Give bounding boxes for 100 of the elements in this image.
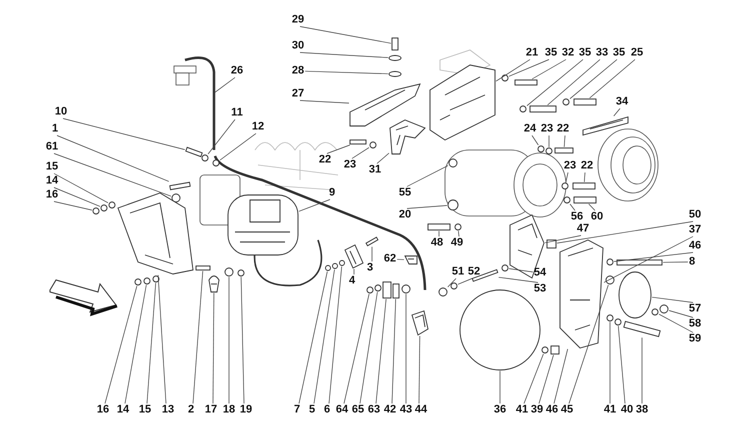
nut [402,284,410,294]
nut [502,264,508,272]
leader-line [584,172,586,182]
bolt [185,146,203,158]
bolt [616,260,662,266]
washer [454,224,462,230]
bolt [169,182,191,190]
callout-number: 49 [450,238,464,248]
washer [606,258,614,266]
leader-line [618,326,626,404]
leader-line [212,292,214,404]
leader-line [532,59,566,80]
washer [339,260,345,266]
callout-number: 22 [318,154,332,166]
callout-number: 41 [516,404,528,416]
callout-number: 16 [96,404,110,416]
leader-line [146,282,156,404]
bolt [574,98,596,106]
callout-number: 55 [398,188,412,198]
terminal-cap [411,310,428,336]
callout-number: 18 [222,404,236,416]
leader-line [54,173,108,204]
spacer [550,346,560,354]
bracket [560,240,604,348]
callout-number: 22 [556,124,570,134]
callout-number: 61 [46,142,58,152]
washer [108,202,116,208]
callout-number: 43 [400,404,412,416]
callout-number: 12 [252,122,264,132]
callout-number: 39 [530,404,544,416]
leader-line [326,144,350,154]
washer [202,154,208,162]
leader-line [392,298,396,404]
leader-line [532,135,539,146]
washer [546,148,552,154]
clip [172,194,180,202]
washer [538,146,544,152]
pin [196,266,210,270]
plate [350,83,421,126]
bolt [574,196,596,204]
washer [325,265,331,271]
leader-line [668,310,694,318]
leader-line [614,252,694,262]
washer [438,288,448,296]
leader-line [548,135,550,148]
leader-line [396,258,404,260]
bracket [430,64,496,141]
callout-number: 23 [564,160,576,172]
callout-number: 53 [534,284,546,294]
callout-number: 10 [54,106,68,118]
callout-number: 7 [294,404,300,416]
leader-line [508,268,534,272]
leader-line [564,135,566,148]
callout-number: 5 [308,404,316,416]
leader-line [300,26,392,44]
callout-number: 23 [540,124,554,134]
washer [374,284,382,292]
callout-number: 21 [526,48,538,58]
leader-line [158,274,166,404]
washer [562,182,568,190]
callout-number: 40 [620,404,634,416]
leader-line [570,204,576,211]
washer [366,286,374,294]
leader-line [360,292,378,404]
callout-number: 41 [604,404,616,416]
callout-number: 24 [524,124,536,134]
callout-number: 64 [336,404,348,416]
callout-number: 20 [398,210,412,220]
washer [450,282,458,290]
washer [652,308,658,316]
leader-line [314,269,335,404]
callout-number: 47 [576,224,590,234]
leader-line [228,276,230,404]
bolt [554,148,574,154]
leader-line [54,153,172,197]
bracket [510,214,544,279]
clip [392,284,400,298]
leader-line [496,59,530,82]
leader-line [588,204,596,211]
callout-number: 4 [348,276,356,286]
callout-number: 51 [452,266,464,278]
leader-line [124,284,147,404]
callout-number: 22 [580,160,594,172]
leader-line [300,52,388,58]
leader-line [300,100,350,104]
bolt [350,140,366,144]
callout-number: 26 [230,66,244,76]
nut [448,158,458,168]
callout-number: 58 [688,318,702,330]
washer [520,106,526,112]
callout-number: 59 [688,334,702,344]
washer [134,278,142,286]
callout-number: 46 [688,240,702,252]
leader-line [104,286,138,404]
callout-number: 17 [204,404,218,416]
callout-number: 23 [344,160,356,170]
leader-line [556,221,694,244]
washer [564,196,570,204]
leader-line [526,59,584,106]
washer [562,98,570,106]
